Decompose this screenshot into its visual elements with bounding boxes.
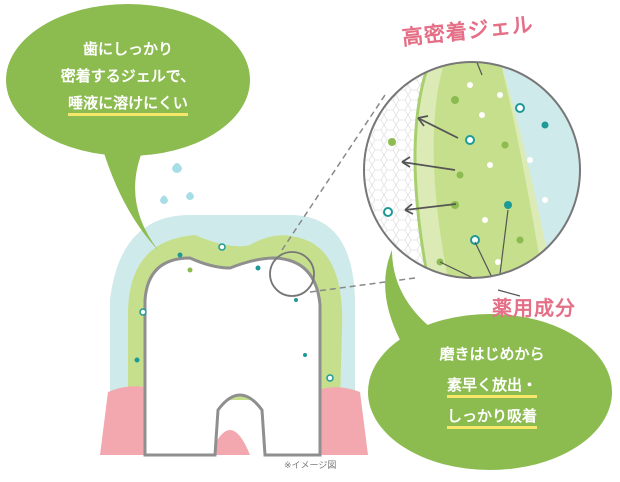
bubble-right-line-3: しっかり吸着	[446, 407, 537, 429]
medicinal-pointer	[497, 289, 521, 297]
tooth-particles	[134, 243, 334, 382]
image-caption: ※イメージ図	[284, 461, 337, 471]
bubble-right-line-1: 磨きはじめから	[439, 345, 545, 363]
speech-bubble-right	[368, 250, 612, 470]
zoom-line-top	[281, 94, 386, 251]
bubble-right-line-2: 素早く放出・	[446, 376, 537, 398]
bubble-left-text: 歯にしっかり 密着するジェルで、 唾液に溶けにくい	[18, 36, 238, 117]
medicinal-label: 薬用成分	[492, 296, 576, 320]
bubble-left-line-3: 唾液に溶けにくい	[68, 94, 188, 116]
zoom-target	[269, 251, 315, 297]
water-drop-icon	[160, 163, 194, 204]
magnified-view	[364, 62, 580, 278]
zoom-line-bottom	[309, 277, 416, 293]
bubble-right-text: 磨きはじめから 素早く放出・ しっかり吸着	[392, 339, 592, 432]
bubble-left-line-2: 密着するジェルで、	[60, 67, 196, 85]
tooth	[143, 256, 322, 457]
bubble-left-line-1: 歯にしっかり	[82, 40, 173, 58]
magnified-ring	[363, 61, 581, 279]
gum-center	[210, 430, 250, 455]
speech-bubble-left	[6, 4, 250, 250]
